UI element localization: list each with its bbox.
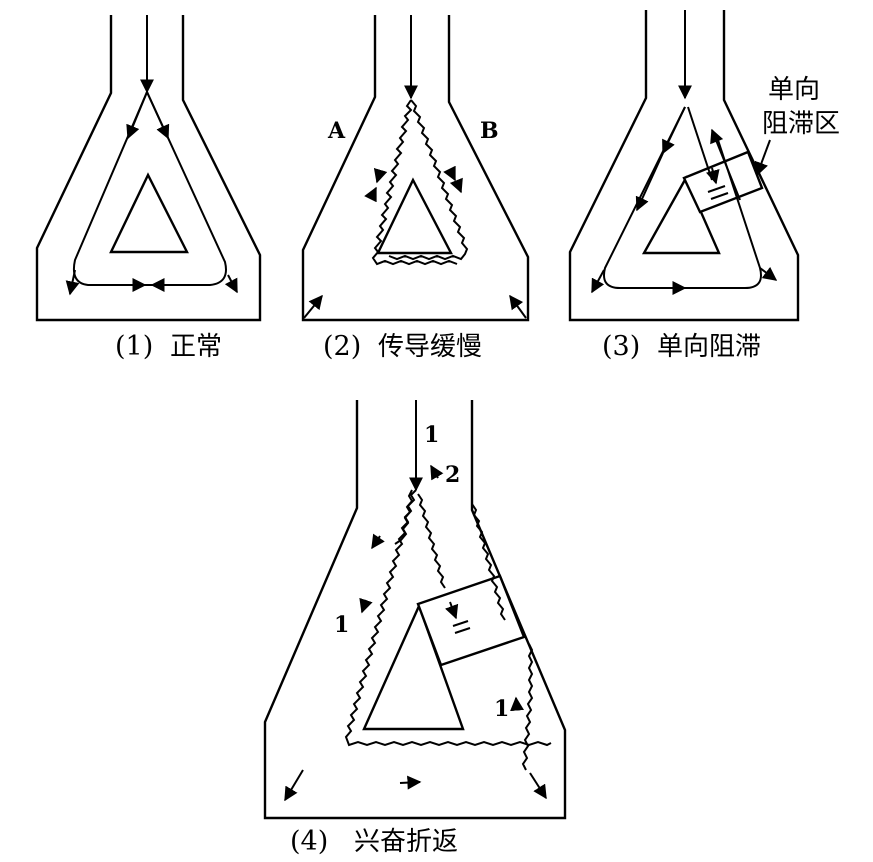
panel-4-left-arrow [359, 597, 373, 614]
panel-4-caption-text: 兴奋折返 [354, 827, 458, 857]
panel-3-block-zone [682, 150, 764, 214]
panel-2-caption-num: (2) [323, 331, 361, 362]
panel-4-blocked-arrow [445, 601, 459, 620]
panel-3-exit-left [591, 269, 605, 294]
panel-4-block-zone [416, 574, 526, 667]
panel-1-caption-num: (1) [115, 331, 153, 362]
panel-4-retro-arrow [430, 464, 444, 481]
panel-2-right-wavy-path [388, 99, 469, 261]
panel-3-callout-arrow [754, 139, 771, 177]
panel-4-label-1-right: 1 [494, 696, 509, 722]
panel-2-right-arrow-1 [443, 165, 456, 182]
panel-1-right-branch [146, 91, 227, 286]
panel-3-left-arrow-1 [662, 106, 686, 155]
panel-2-outer-wall [301, 15, 530, 322]
panel-2-right-arrow-2 [449, 177, 463, 194]
panel-4-block-bar-1 [452, 620, 469, 627]
panel-3-caption-text: 单向阻滞 [657, 332, 761, 362]
panel-3-caption-num: (3) [602, 331, 640, 362]
panel-3-right-path [687, 106, 713, 181]
panel-2-exit-right [509, 294, 527, 319]
panel-4-label-1-top: 1 [424, 422, 439, 448]
panel-2-slow-conduction: A B (2) 传导缓慢 [301, 15, 530, 362]
panel-4-bottom-arrow [399, 775, 422, 790]
panel-4-caption-num: (4) [290, 826, 328, 857]
panel-4-wave-inner-right [417, 493, 446, 589]
panel-3-block-bar-1 [707, 185, 726, 193]
panel-3-block-bar-2 [710, 192, 729, 200]
panel-3-label-line-1: 单向 [768, 75, 820, 105]
panel-4-inner-left-arrow [371, 533, 385, 550]
panel-4-wave-inner-left [394, 489, 414, 545]
panel-1-left-branch [72, 91, 150, 286]
panel-1-central-obstacle [109, 172, 189, 254]
panel-4-label-2: 2 [445, 462, 460, 488]
panel-3-left-arrow-2 [635, 152, 664, 212]
panel-4-right-up-arrow [510, 696, 525, 712]
panel-2-central-obstacle [376, 177, 453, 255]
panel-3-exit-right [759, 266, 778, 281]
panel-4-label-1-left: 1 [334, 612, 349, 638]
panel-1-right-arrow [146, 91, 170, 140]
panel-2-label-b: B [480, 118, 499, 144]
panel-3-outer-wall [568, 10, 800, 322]
panel-4-wave-1-right [521, 643, 534, 771]
panel-2-exit-left [303, 294, 323, 319]
panel-1-exit-left [65, 269, 80, 296]
panel-2-left-wavy-path [371, 99, 458, 266]
panel-4-exit-right [529, 772, 547, 800]
panel-3-label-line-2: 阻滞区 [762, 109, 840, 139]
panel-4-reentry: 1 2 1 1 (4) 兴奋折返 [263, 400, 567, 857]
panel-4-block-bar-2 [454, 627, 471, 634]
panel-3-central-obstacle [641, 175, 721, 255]
panel-3-retro-arrow [710, 128, 741, 201]
panel-4-central-obstacle [362, 602, 465, 731]
panel-2-label-a: A [327, 118, 346, 144]
panel-1-exit-right [224, 274, 238, 294]
panel-1-left-arrow [126, 91, 148, 140]
panel-4-wave-2-retro [471, 503, 506, 621]
panel-4-wave-1-left [344, 489, 552, 747]
panel-1-normal: (1) 正常 [35, 15, 262, 362]
panel-3-unidirectional-block: 单向 阻滞区 (3) 单向阻滞 [568, 10, 840, 362]
panel-1-caption-text: 正常 [170, 332, 222, 362]
panel-1-outer-wall [35, 15, 262, 322]
panel-4-exit-left [284, 769, 304, 802]
panel-2-caption-text: 传导缓慢 [378, 332, 482, 362]
panel-2-left-arrow-up [364, 186, 377, 203]
panel-2-left-arrow-down [373, 167, 388, 184]
panel-4-outer-wall [263, 400, 567, 820]
panel-3-blocked-arrow [705, 167, 720, 185]
